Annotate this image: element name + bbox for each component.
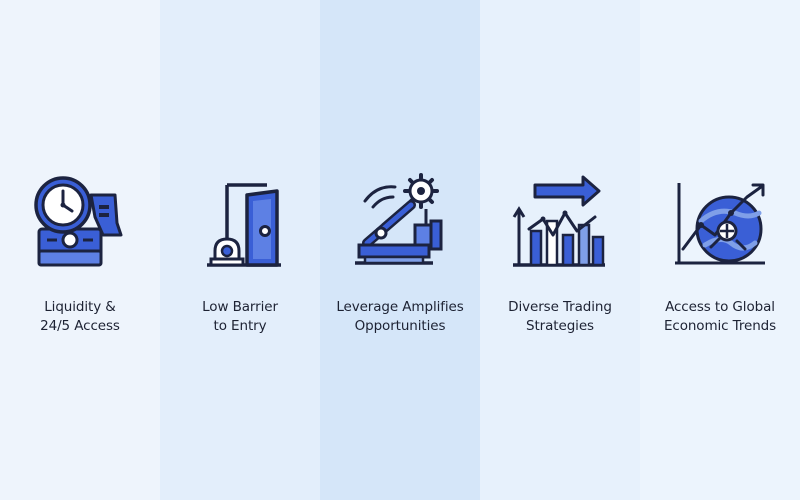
benefit-label-line-1: Leverage Amplifies: [336, 299, 464, 315]
bar-chart-with-arrow-icon: [480, 168, 640, 278]
lever-and-gear-icon: [320, 168, 480, 278]
benefit-label-line-1: Access to Global: [665, 299, 775, 315]
benefit-panel-low-barrier: Low Barrier to Entry: [160, 0, 320, 500]
benefit-label: Access to Global Economic Trends: [640, 298, 800, 336]
benefit-label-line-1: Liquidity &: [44, 299, 116, 315]
benefit-label: Diverse Trading Strategies: [480, 298, 640, 336]
benefit-label: Leverage Amplifies Opportunities: [320, 298, 480, 336]
benefit-label: Low Barrier to Entry: [160, 298, 320, 336]
benefit-label-line-1: Diverse Trading: [508, 299, 612, 315]
benefit-label-line-2: Economic Trends: [663, 318, 777, 334]
benefit-label-line-1: Low Barrier: [202, 299, 278, 315]
benefit-label-line-2: to Entry: [213, 318, 267, 334]
benefit-panel-liquidity: Liquidity & 24/5 Access: [0, 0, 160, 500]
benefit-label-line-2: 24/5 Access: [40, 318, 120, 334]
benefit-label: Liquidity & 24/5 Access: [0, 298, 160, 336]
open-door-icon: [160, 168, 320, 278]
benefit-panel-global: Access to Global Economic Trends: [640, 0, 800, 500]
globe-trend-icon: [640, 168, 800, 278]
benefit-label-line-2: Strategies: [526, 318, 594, 334]
benefit-panel-leverage: Leverage Amplifies Opportunities: [320, 0, 480, 500]
clock-and-cash-icon: [0, 168, 160, 278]
benefit-panel-strategies: Diverse Trading Strategies: [480, 0, 640, 500]
benefit-label-line-2: Opportunities: [354, 318, 446, 334]
